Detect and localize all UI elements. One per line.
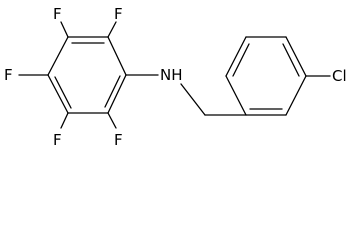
ring1-bond-c2-c3	[107, 36, 127, 76]
structure-canvas: F F F F F NH Cl	[4, 5, 347, 149]
ring1-double-bond-c5-c6	[54, 76, 72, 109]
ring2-bond-a-b	[225, 75, 247, 116]
fluorine-bonds	[18, 21, 117, 129]
bond-c2-f	[107, 21, 117, 38]
atom-label-f-top-left: F	[53, 5, 62, 23]
atom-label-f-top-right: F	[114, 5, 123, 23]
atom-label-nh: NH	[160, 66, 183, 84]
ring1-bond-c6-c1	[47, 36, 69, 76]
bond-n-ch2	[180, 83, 206, 116]
bond-c5-f	[60, 112, 69, 129]
atom-label-cl: Cl	[332, 67, 347, 85]
molecule-drawing: F F F F F NH Cl	[4, 5, 347, 149]
ring1-double-bond-c3-c4	[104, 75, 121, 108]
bond-c1-f	[60, 21, 69, 38]
atom-label-f-left: F	[4, 66, 13, 84]
ring1-bond-c3-c4	[107, 74, 127, 114]
pentafluorophenyl-ring	[47, 36, 127, 114]
atom-label-f-bottom-left: F	[53, 131, 62, 149]
ring2-double-bond-d-e	[282, 43, 300, 77]
bond-c4-f	[107, 112, 117, 129]
ring1-bond-c5-c6	[47, 74, 69, 114]
ring2-bond-e-f	[285, 75, 307, 116]
chlorophenyl-ring	[225, 36, 307, 116]
ring2-bond-b-c	[225, 36, 247, 77]
ring2-bond-d-e	[285, 36, 307, 77]
amine-linker	[125, 74, 247, 116]
ring2-double-bond-b-c	[232, 43, 250, 77]
atom-label-f-bottom-right: F	[114, 131, 123, 149]
